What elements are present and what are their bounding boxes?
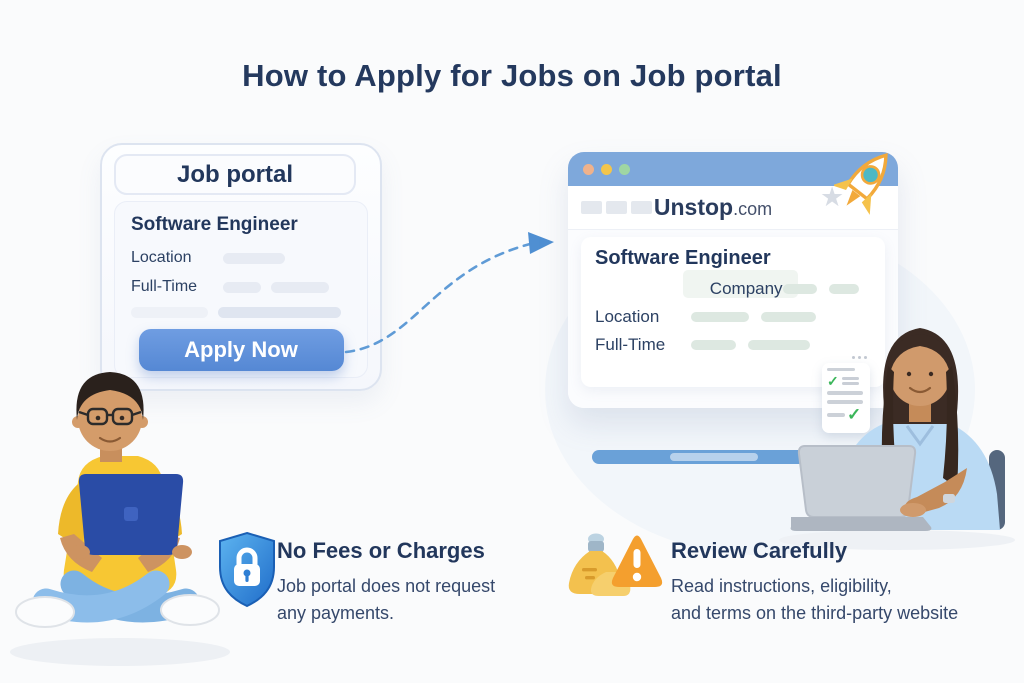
job-portal-card-body: Software Engineer Location Full-Time App… (114, 201, 368, 378)
company-row: Company (595, 270, 871, 298)
rocket-icon (834, 152, 888, 215)
silver-laptop (797, 445, 917, 518)
placeholder-bar (691, 312, 749, 322)
fulltime-label: Full-Time (131, 278, 198, 295)
browser-content: Software Engineer Company Location Full-… (568, 230, 898, 464)
check-icon: ✓ (847, 405, 862, 424)
job-title: Software Engineer (595, 247, 771, 269)
shield-lock-icon (219, 531, 275, 608)
flow-arrow (344, 232, 554, 354)
warning-triangle-icon (568, 533, 663, 596)
checklist-title-bar (827, 368, 855, 371)
site-brand: Unstop (653, 194, 734, 220)
toolbar-placeholder-icon (606, 201, 627, 214)
placeholder-bar (691, 340, 736, 350)
placeholder-bar (828, 284, 859, 294)
checklist-bar (827, 391, 863, 395)
checklist-bar (827, 413, 845, 417)
skeleton-row (131, 307, 351, 318)
checklist-item: ✓ (827, 405, 865, 424)
checklist-text-bars (841, 377, 859, 385)
arrowhead-icon (528, 232, 554, 254)
review-note: Review Carefully Read instructions, elig… (671, 538, 961, 627)
window-dot-icon (619, 164, 630, 175)
window-dot-icon (601, 164, 612, 175)
no-fees-note: No Fees or Charges Job portal does not r… (277, 538, 507, 627)
company-label: Company (709, 279, 783, 298)
woman-with-laptop-illustration (779, 328, 1015, 550)
man-with-laptop-illustration (10, 372, 230, 666)
job-portal-card: Job portal Software Engineer Location Fu… (100, 143, 382, 391)
job-title: Software Engineer (131, 214, 298, 235)
check-icon: ✓ (827, 373, 839, 389)
browser-toolbar: Unstop.com (568, 186, 898, 230)
checklist-card: ✓ ✓ (822, 363, 870, 433)
no-fees-line1: Job portal does not request (277, 576, 496, 596)
location-row: Location (595, 307, 871, 326)
fulltime-row: Full-Time (595, 335, 871, 354)
browser-window: Unstop.com ★ Software Engineer Company (568, 152, 898, 464)
placeholder-bar (782, 284, 817, 294)
job-portal-card-header: Job portal (114, 154, 356, 195)
row-highlight (683, 270, 798, 298)
window-dot-icon (583, 164, 594, 175)
progress-inner-pill (670, 453, 758, 461)
no-fees-title: No Fees or Charges (277, 538, 485, 563)
site-domain: .com (733, 199, 773, 219)
apply-now-button[interactable]: Apply Now (138, 329, 344, 371)
placeholder-bar (748, 340, 810, 350)
placeholder-bar (217, 307, 341, 318)
review-line2: and terms on the third-party website (671, 603, 959, 623)
placeholder-bar (761, 312, 816, 322)
review-line1: Read instructions, eligibility, (671, 576, 892, 596)
placeholder-bar (223, 281, 261, 293)
checklist-bar (827, 400, 863, 404)
location-label: Location (595, 307, 660, 326)
review-title: Review Carefully (671, 538, 848, 563)
no-fees-line2: any payments. (277, 603, 395, 623)
page-title: How to Apply for Jobs on Job portal (242, 58, 782, 93)
checklist-item: ✓ (827, 373, 865, 389)
placeholder-bar (223, 252, 285, 264)
placeholder-bar (271, 281, 329, 293)
fulltime-row: Full-Time (131, 278, 351, 296)
toolbar-placeholder-icon (631, 201, 652, 214)
site-name: Unstop.com (568, 194, 858, 221)
glasses-icon (78, 407, 142, 426)
location-label: Location (131, 249, 192, 266)
job-detail-panel: Software Engineer Company Location Full-… (581, 237, 885, 387)
checklist-dots-icon (852, 356, 867, 359)
fulltime-label: Full-Time (595, 335, 666, 354)
placeholder-bar (131, 307, 208, 318)
location-row: Location (131, 249, 351, 267)
toolbar-placeholder-icon (581, 201, 602, 214)
